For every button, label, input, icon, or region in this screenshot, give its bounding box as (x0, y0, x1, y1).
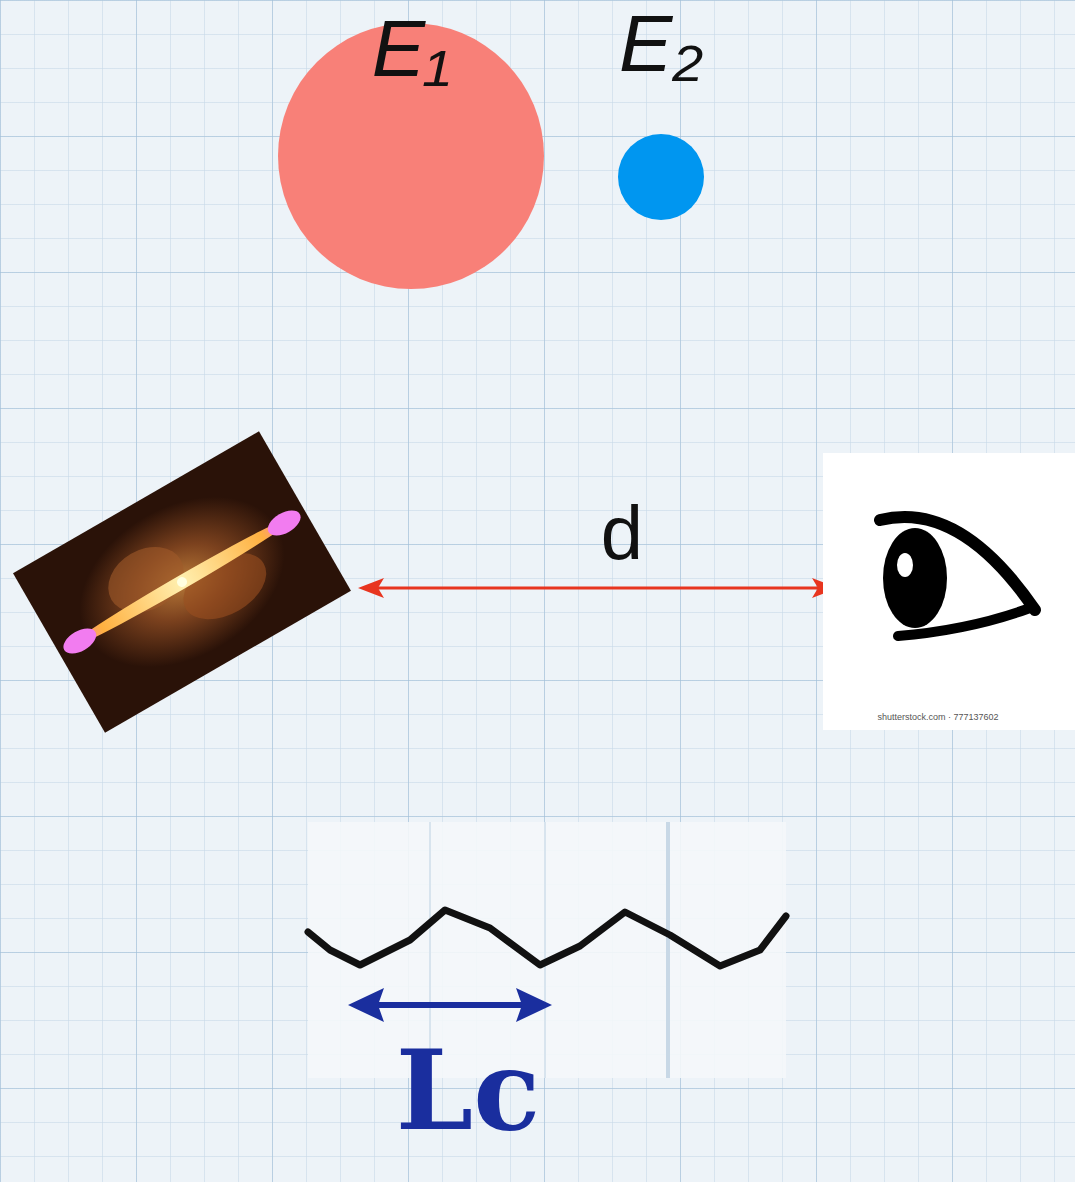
energy-circle: E₂ (618, 134, 704, 220)
length-label: Lc (396, 1036, 540, 1146)
galaxy-image (13, 431, 351, 732)
energy-circle: E₁ (278, 23, 544, 289)
wave (308, 910, 786, 966)
distance-arrow (358, 578, 838, 598)
length-arrow (348, 988, 552, 1022)
eye-image (823, 453, 1075, 730)
energy-label: E₁ (372, 9, 451, 89)
distance-label: d (601, 495, 643, 571)
wave-panel (308, 822, 786, 1078)
energy-label: E₂ (619, 4, 703, 84)
watermark: shutterstock.com · 777137602 (877, 713, 998, 722)
